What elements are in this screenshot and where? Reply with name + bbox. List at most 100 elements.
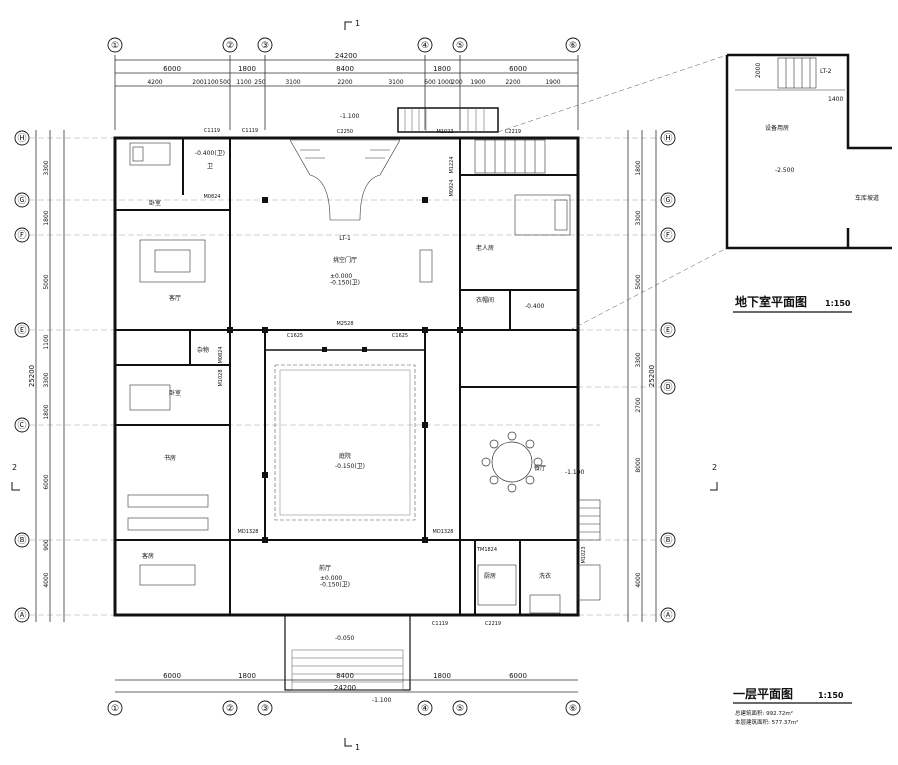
axis-label-1-bottom: ① xyxy=(111,704,119,714)
door-code: M1023 xyxy=(581,546,587,563)
dim-text: 3300 xyxy=(635,210,642,225)
top-dim-row2: 6000 1800 8400 1800 6000 xyxy=(163,65,527,73)
dim-text: 1800 xyxy=(238,672,256,680)
room-label-storage: 杂物 xyxy=(197,346,209,354)
right-dim-parts: 1800 3300 5000 3300 2700 8000 4000 xyxy=(635,160,642,587)
left-dimension-lines xyxy=(35,130,65,622)
door-code: C1119 xyxy=(242,128,258,134)
door-code: M0824 xyxy=(218,346,224,363)
room-label-elder: 老人房 xyxy=(476,244,494,252)
axis-label-F: Ⓕ xyxy=(17,230,26,241)
dim-text: 600 xyxy=(424,79,436,86)
main-note-1: 总建筑面积: 992.72m² xyxy=(735,709,793,717)
dim-text: 900 xyxy=(43,539,50,551)
axis-label-F-right: Ⓕ xyxy=(663,230,672,241)
axis-label-G-right: Ⓖ xyxy=(663,195,672,206)
furniture xyxy=(127,142,571,614)
section-marks xyxy=(11,21,718,747)
axis-label-E-right: Ⓔ xyxy=(663,325,672,336)
room-label-guest: 客房 xyxy=(142,552,154,560)
dim-text: 8400 xyxy=(336,65,354,73)
door-codes: C1119 C2250 M1023 C2219 C1119 M1224 M092… xyxy=(203,128,587,627)
room-label-front: 前厅 xyxy=(319,564,331,572)
dim-text: 3300 xyxy=(43,160,50,175)
level-front: ±0.000-0.150(卫) xyxy=(320,575,350,589)
axis-label-A: Ⓐ xyxy=(17,610,26,621)
section-mark-bottom: 1 xyxy=(355,743,360,752)
level-hall: ±0.000-0.150(卫) xyxy=(330,273,360,287)
axis-label-H: Ⓗ xyxy=(17,133,26,144)
door-code: M2528 xyxy=(336,321,353,327)
dim-text: 1800 xyxy=(433,65,451,73)
room-label-study: 书房 xyxy=(164,454,176,462)
basement-dim: 1400 xyxy=(828,96,843,103)
right-stair xyxy=(474,139,546,174)
dim-text: 1800 xyxy=(433,672,451,680)
room-label-living: 客厅 xyxy=(169,294,181,302)
room-label-hall: 挑空门厅 xyxy=(333,256,357,264)
door-code: C1625 xyxy=(392,333,408,339)
courtyard xyxy=(264,349,426,541)
stair-label: LT-1 xyxy=(339,235,351,242)
porch-steps xyxy=(292,657,403,683)
dim-text: 8000 xyxy=(635,457,642,472)
dim-text: 200 xyxy=(192,79,204,86)
door-code: C2219 xyxy=(485,621,501,627)
dining-table xyxy=(481,431,543,493)
axis-label-G: Ⓖ xyxy=(17,195,26,206)
level-labels: ±0.000-0.150(卫) -0.150(卫) ±0.000-0.150(卫… xyxy=(195,113,585,704)
door-code: MD1328 xyxy=(238,529,259,535)
right-total-dim: 25200 xyxy=(648,365,656,387)
dim-text: 1800 xyxy=(43,210,50,225)
columns xyxy=(227,197,463,543)
dim-text: 200 xyxy=(451,79,463,86)
door-code: TM1824 xyxy=(476,547,497,553)
dim-text: 3300 xyxy=(43,372,50,387)
axis-label-D-right: Ⓓ xyxy=(663,382,672,393)
door-code: M0824 xyxy=(203,194,220,200)
axis-label-B: Ⓑ xyxy=(17,535,26,546)
axis-label-E: Ⓔ xyxy=(17,325,26,336)
axis-label-4: ④ xyxy=(421,41,429,51)
dim-text: 6000 xyxy=(509,65,527,73)
top-dim-row3: 4200 200 1100 500 1100 250 3100 2200 310… xyxy=(147,79,560,86)
dim-text: 250 xyxy=(254,79,266,86)
left-dim-parts: 3300 1800 5000 1100 3300 1800 6000 900 4… xyxy=(43,160,50,587)
dim-text: 6000 xyxy=(163,672,181,680)
section-mark-left: 2 xyxy=(12,463,17,472)
dim-text: 500 xyxy=(219,79,231,86)
axis-label-2: ② xyxy=(226,41,234,51)
axis-label-5-bottom: ⑤ xyxy=(456,704,464,714)
door-code: C2219 xyxy=(505,129,521,135)
level-bottom: -1.100 xyxy=(372,697,392,704)
section-mark-right: 2 xyxy=(712,463,717,472)
door-code: M1023 xyxy=(436,129,453,135)
room-label-wardrobe: 衣帽间 xyxy=(476,296,494,304)
room-label-courtyard: 庭院 xyxy=(339,452,351,460)
level-porch: -0.050 xyxy=(335,635,355,642)
dim-text: 8400 xyxy=(336,672,354,680)
axis-label-3: ③ xyxy=(261,41,269,51)
dim-text: 3300 xyxy=(635,352,642,367)
dim-text: 6000 xyxy=(163,65,181,73)
section-mark-top: 1 xyxy=(355,19,360,28)
basement-plan xyxy=(725,53,892,250)
side-stair xyxy=(577,499,601,601)
axis-label-A-right: Ⓐ xyxy=(663,610,672,621)
basement-room2: 车库坡道 xyxy=(855,194,879,202)
left-total-dim: 25200 xyxy=(28,365,36,387)
axis-label-5: ⑤ xyxy=(456,41,464,51)
basement-stair xyxy=(735,57,845,91)
axis-label-6: ⑥ xyxy=(569,41,577,51)
dim-text: 6000 xyxy=(43,474,50,489)
dim-text: 6000 xyxy=(509,672,527,680)
bottom-dimension-lines xyxy=(115,679,578,693)
dim-text: 1100 xyxy=(236,79,251,86)
basement-stair-label: LT-2 xyxy=(820,68,832,75)
axis-label-B-right: Ⓑ xyxy=(663,535,672,546)
door-code: C2250 xyxy=(337,129,353,135)
dim-text: 24200 xyxy=(334,684,356,692)
basement-title: 地下室平面图 xyxy=(735,294,807,309)
porch xyxy=(284,614,411,691)
dim-text: 1800 xyxy=(43,404,50,419)
